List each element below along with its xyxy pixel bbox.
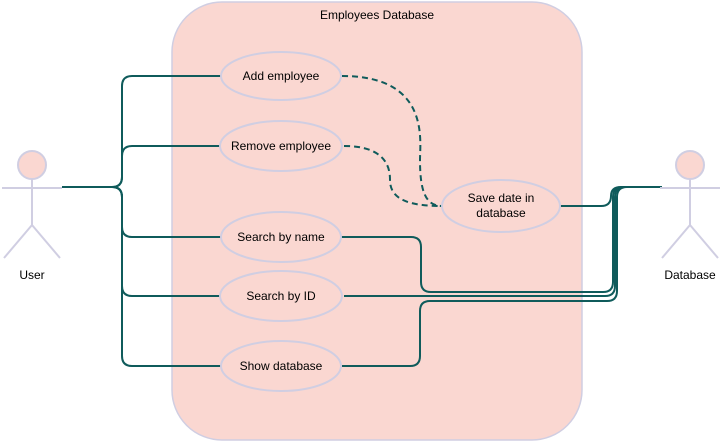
connector-user-remove-employee <box>62 145 222 188</box>
usecase-search-by-id[interactable] <box>219 270 343 322</box>
usecase-show-database[interactable] <box>220 340 342 392</box>
actor-database-label: Database <box>664 268 716 282</box>
usecase-search-by-name-label: Search by name <box>237 229 325 244</box>
actor-user-right-leg <box>31 224 61 259</box>
connector-remove-employee-save-data <box>343 145 443 207</box>
connector-search-by-name-database <box>340 186 662 293</box>
actor-user-head <box>17 150 47 180</box>
actor-user-left-leg <box>3 224 33 259</box>
connector-show-database-database <box>342 186 662 367</box>
usecase-save-data-label: Save date in database <box>467 191 535 220</box>
use-cases <box>219 51 561 392</box>
actor-database[interactable] <box>660 150 720 259</box>
usecase-save-data[interactable] <box>441 179 561 233</box>
system-boundary <box>171 1 583 441</box>
usecase-remove-employee-label: Remove employee <box>230 138 332 153</box>
actor-database-right-leg <box>689 224 719 259</box>
usecase-search-by-name[interactable] <box>220 211 342 263</box>
database-connectors <box>340 186 662 367</box>
usecase-show-database-label: Show database <box>239 358 323 373</box>
usecase-add-employee[interactable] <box>220 51 342 101</box>
actor-user[interactable] <box>2 150 62 259</box>
actor-database-left-leg <box>661 224 691 259</box>
connector-user-show-database <box>62 186 222 367</box>
dashed-connectors <box>341 75 443 207</box>
usecase-add-employee-label: Add employee <box>242 68 320 83</box>
usecase-remove-employee[interactable] <box>219 120 343 172</box>
connector-add-employee-save-data <box>341 75 443 207</box>
system-title: Employees Database <box>319 8 435 22</box>
actor-database-head <box>675 150 705 180</box>
actor-user-label: User <box>19 268 45 282</box>
user-connectors <box>62 75 222 367</box>
usecase-search-by-id-label: Search by ID <box>246 288 316 303</box>
